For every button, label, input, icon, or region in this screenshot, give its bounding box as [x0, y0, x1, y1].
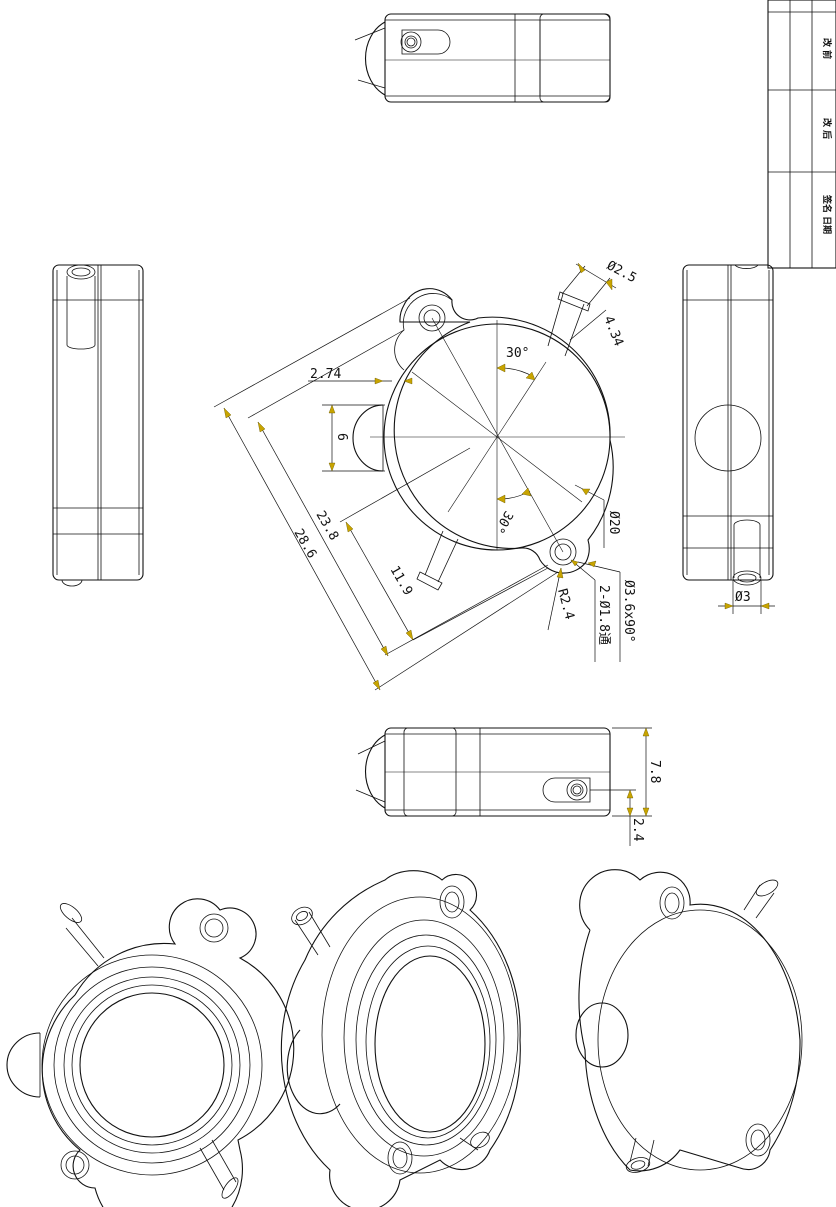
front-view	[352, 288, 625, 591]
front-dimensions: Ø2.5 4.34 30° 2.74 6 28.6 23.8	[213, 258, 639, 691]
dim-height-24: 2.4	[630, 818, 645, 842]
dim-countersink: Ø3.6x90°	[621, 580, 636, 643]
dim-angle-top: 30°	[506, 346, 529, 361]
title-block: 改 前 改 后 签名 日期	[767, 0, 836, 269]
iso-view-front	[6, 898, 295, 1207]
dim-body-diameter: Ø20	[606, 511, 621, 534]
bottom-view: 7.8 2.4	[355, 727, 662, 846]
dim-angle-bottom: 30°	[491, 508, 516, 536]
dim-119: 11.9	[387, 564, 416, 599]
title-row-before: 改 前	[821, 38, 833, 59]
dim-238: 23.8	[313, 509, 342, 544]
title-row-after: 改 后	[821, 118, 833, 139]
dim-height-78: 7.8	[647, 760, 662, 783]
iso-view-middle	[280, 870, 521, 1207]
dim-radius: R2.4	[554, 587, 577, 621]
right-view: Ø3	[682, 264, 775, 614]
iso-view-back	[575, 869, 803, 1173]
dim-offset-434: 4.34	[600, 314, 626, 349]
dim-pin-diameter: Ø3	[735, 590, 751, 605]
dim-6: 6	[334, 433, 349, 441]
dim-286: 28.6	[291, 527, 320, 562]
top-view	[354, 13, 611, 103]
left-view	[52, 264, 144, 587]
title-row-sign-date: 签名 日期	[821, 194, 833, 234]
dim-holes: 2-Ø1.8通	[596, 585, 611, 645]
